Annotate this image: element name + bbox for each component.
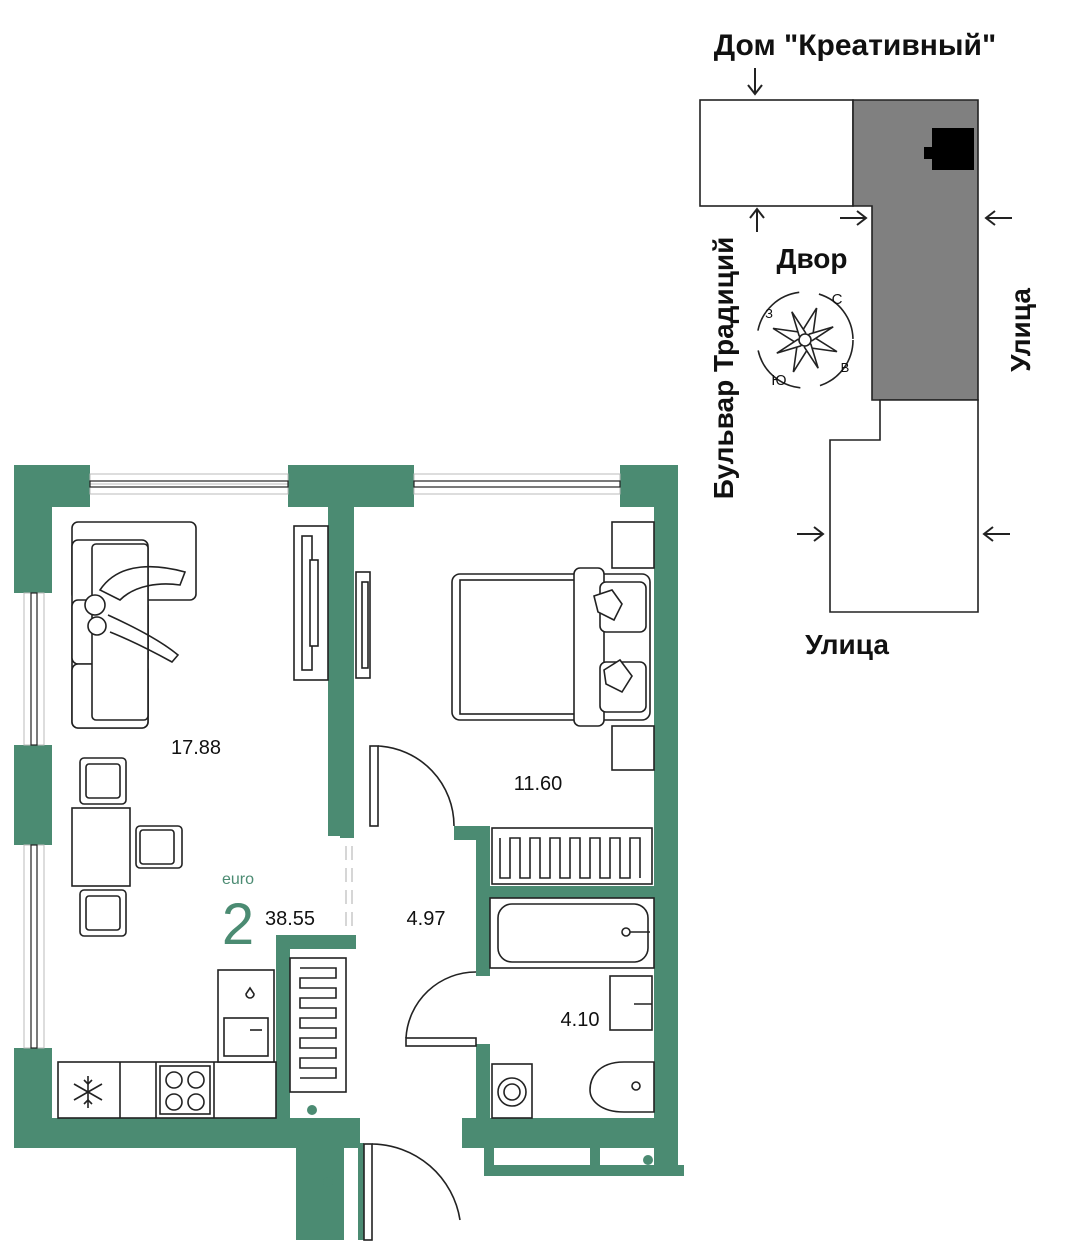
- radiator-icon: [289, 957, 347, 1093]
- dining-table: [71, 807, 131, 887]
- bathroom-door: [405, 971, 477, 1047]
- area-living-kitchen: 17.88: [171, 737, 221, 759]
- entrance-arrow-icon: [984, 210, 1012, 226]
- street-right-label: Улица: [1005, 288, 1036, 372]
- nightstand: [611, 725, 655, 771]
- tv-icon: [293, 525, 329, 681]
- apartment-plan: 17.88 11.60 4.97 4.10 euro 2 38.55: [14, 465, 684, 1241]
- sink-icon: [609, 975, 653, 1031]
- compass-rose-icon: С В Ю З: [756, 291, 854, 389]
- tv-icon: [355, 571, 371, 679]
- apartment-marker: [932, 128, 974, 170]
- fixture-dot: [643, 1155, 653, 1165]
- courtyard-label: Двор: [777, 243, 848, 274]
- chair-icon: [79, 757, 127, 805]
- area-hall: 4.97: [407, 908, 446, 930]
- apartment-type-label: euro: [222, 871, 254, 888]
- entrance-arrow-icon: [840, 210, 868, 226]
- bed-icon: [451, 567, 651, 727]
- street-bottom-label: Улица: [805, 629, 889, 660]
- chair-icon: [79, 889, 127, 937]
- washing-machine-icon: [491, 1063, 533, 1119]
- compass-east: В: [841, 360, 850, 375]
- walls: [14, 465, 684, 1240]
- window-left-upper: [23, 592, 45, 746]
- area-bathroom: 4.10: [561, 1009, 600, 1031]
- compass-north: С: [832, 291, 843, 308]
- total-area: 38.55: [265, 908, 315, 930]
- chair-icon: [135, 825, 183, 869]
- snowflake-icon: [73, 1076, 103, 1108]
- building-block-lower: [829, 399, 979, 613]
- fixture-dot: [307, 1105, 317, 1115]
- stove-icon: [159, 1065, 211, 1115]
- window-left-lower: [23, 844, 45, 1049]
- boulevard-label: Бульвар Традиций: [708, 237, 739, 500]
- entrance-door: [363, 1143, 461, 1241]
- window-top-right: [413, 473, 621, 495]
- nightstand: [611, 521, 655, 569]
- entrance-arrow-icon: [982, 526, 1010, 542]
- sofa-icon: [71, 521, 197, 729]
- area-bedroom: 11.60: [514, 773, 563, 795]
- bedroom-door: [369, 745, 455, 827]
- room-count: 2: [222, 892, 254, 957]
- compass-south: Ю: [771, 372, 786, 389]
- site-plan: Дом "Креативный" Двор Бульва: [699, 29, 1036, 660]
- radiator-icon: [491, 827, 653, 885]
- sink-icon: [223, 986, 269, 1057]
- building-block-white: [699, 99, 854, 207]
- compass-west: З: [765, 306, 773, 321]
- entrance-arrow-icon: [747, 68, 763, 96]
- building-name-label: Дом "Креативный": [714, 29, 996, 62]
- entrance-arrow-icon: [749, 207, 765, 232]
- toilet-icon: [589, 1061, 655, 1113]
- fixture-dot: [323, 1177, 333, 1187]
- window-top-left: [89, 473, 289, 495]
- building-current-section: [852, 99, 979, 401]
- bathtub-icon: [489, 897, 655, 969]
- entrance-arrow-icon: [797, 526, 825, 542]
